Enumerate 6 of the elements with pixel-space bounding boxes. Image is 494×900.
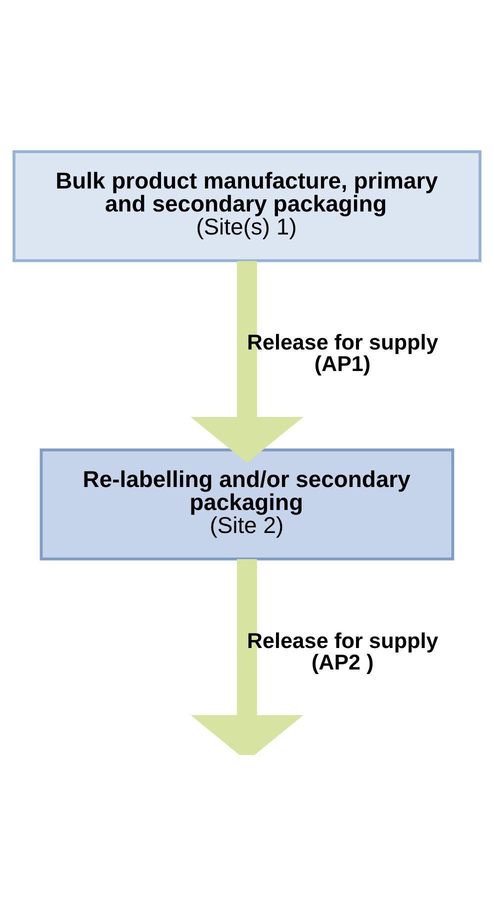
arrow — [190, 558, 304, 754]
node-box: Bulk product manufacture, primary and secondary packaging (Site(s) 1) — [12, 150, 482, 262]
edge-label: Release for supply (AP1) — [247, 330, 438, 376]
arrow — [190, 260, 304, 462]
node-box: Re-labelling and/or secondary packaging (Site 2) — [40, 448, 454, 560]
edge-label: Release for supply (AP2 ) — [247, 628, 438, 674]
